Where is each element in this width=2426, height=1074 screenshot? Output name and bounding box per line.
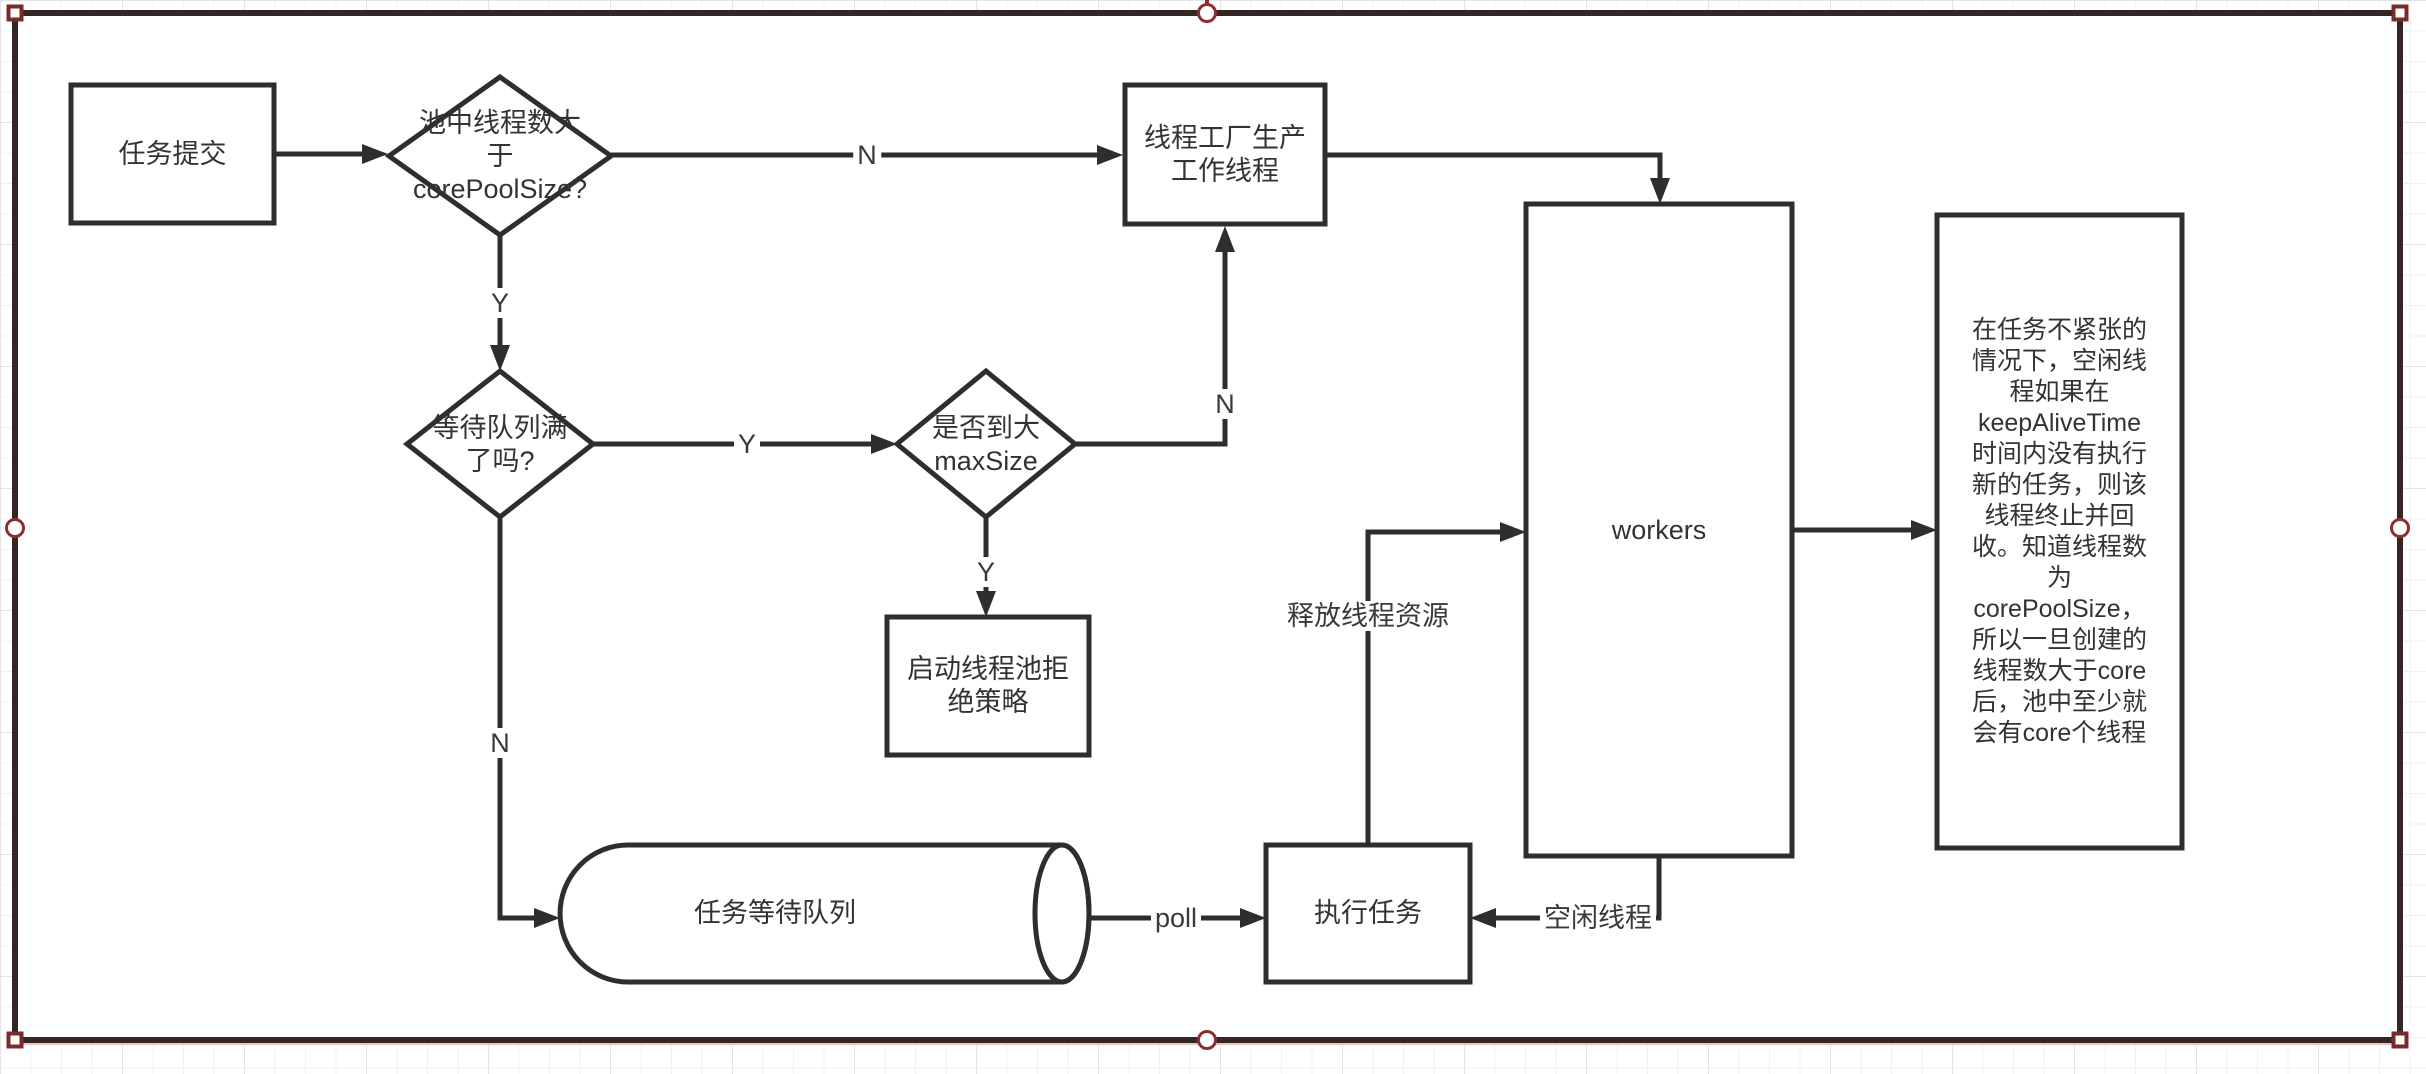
arrowhead-to-factory [1097, 145, 1123, 165]
arrowhead-to-execute-left [1240, 908, 1266, 928]
arrowhead-to-corecheck [362, 144, 388, 164]
note-shape[interactable] [1934, 212, 2185, 851]
max-check-label[interactable]: 是否到大 maxSize [932, 413, 1040, 476]
edge-maxcheck-n-to-factory[interactable] [1075, 250, 1228, 447]
workers-shape[interactable] [1523, 201, 1795, 859]
edge-label-max-yes[interactable]: Y [972, 557, 1000, 587]
edge-label-release[interactable]: 释放线程资源 [1283, 601, 1453, 631]
max-check-diamond[interactable] [893, 367, 1079, 521]
core-check-diamond[interactable] [384, 73, 616, 239]
edge-execute-release-to-workers[interactable] [1365, 529, 1502, 845]
workers-label[interactable]: workers [1611, 514, 1707, 545]
reject-shape[interactable] [884, 614, 1092, 758]
arrowhead-to-queuefull [490, 345, 510, 371]
factory-label[interactable]: 线程工厂生产 工作线程 [1144, 122, 1306, 186]
edge-label-core-no[interactable]: N [853, 140, 881, 170]
core-check-label[interactable]: 池中线程数大 于 corePoolSize? [412, 107, 588, 204]
edge-label-queue-yes[interactable]: Y [733, 429, 761, 459]
arrowhead-to-note [1911, 520, 1937, 540]
resize-handle-top-center[interactable] [1197, 3, 1217, 23]
edge-factory-to-workers[interactable] [1325, 152, 1663, 182]
arrowhead-to-reject [976, 591, 996, 617]
note-text[interactable]: 在任务不紧张的 情况下，空闲线 程如果在 keepAliveTime 时间内没有… [1971, 315, 2147, 747]
resize-handle-bottom-center[interactable] [1197, 1030, 1217, 1050]
reject-label[interactable]: 启动线程池拒 绝策略 [907, 654, 1069, 717]
edge-label-max-no[interactable]: N [1211, 389, 1239, 419]
resize-handle-top-left[interactable] [6, 4, 24, 22]
resize-handle-middle-right[interactable] [2390, 518, 2410, 538]
arrowhead-to-workers-left [1500, 522, 1526, 542]
wait-queue-label[interactable]: 任务等待队列 [694, 898, 856, 928]
arrowhead-to-factory-bottom [1215, 226, 1235, 252]
resize-handle-bottom-right[interactable] [2391, 1031, 2409, 1049]
task-submit-shape[interactable] [68, 82, 277, 226]
wait-queue-cylinder-cap [1032, 842, 1092, 985]
resize-handle-top-right[interactable] [2391, 4, 2409, 22]
edge-label-poll[interactable]: poll [1150, 903, 1202, 933]
arrowhead-to-execute-right [1470, 908, 1496, 928]
edge-label-idle[interactable]: 空闲线程 [1540, 903, 1656, 933]
edge-label-core-yes[interactable]: Y [486, 288, 514, 318]
execute-shape[interactable] [1263, 842, 1473, 985]
execute-label[interactable]: 执行任务 [1314, 898, 1422, 928]
arrowhead-to-maxcheck [871, 434, 897, 454]
resize-handle-bottom-left[interactable] [6, 1031, 24, 1049]
queue-full-diamond[interactable] [402, 367, 598, 521]
edge-queuefull-n-to-queue[interactable] [497, 517, 536, 921]
arrowhead-to-workers-top [1650, 178, 1670, 204]
queue-full-label[interactable]: 等待队列满 了吗? [432, 413, 568, 476]
resize-handle-middle-left[interactable] [5, 518, 25, 538]
factory-shape[interactable] [1122, 82, 1328, 227]
task-submit-label[interactable]: 任务提交 [118, 138, 227, 169]
edge-label-queue-no[interactable]: N [486, 728, 514, 758]
arrowhead-to-queue [534, 908, 560, 928]
